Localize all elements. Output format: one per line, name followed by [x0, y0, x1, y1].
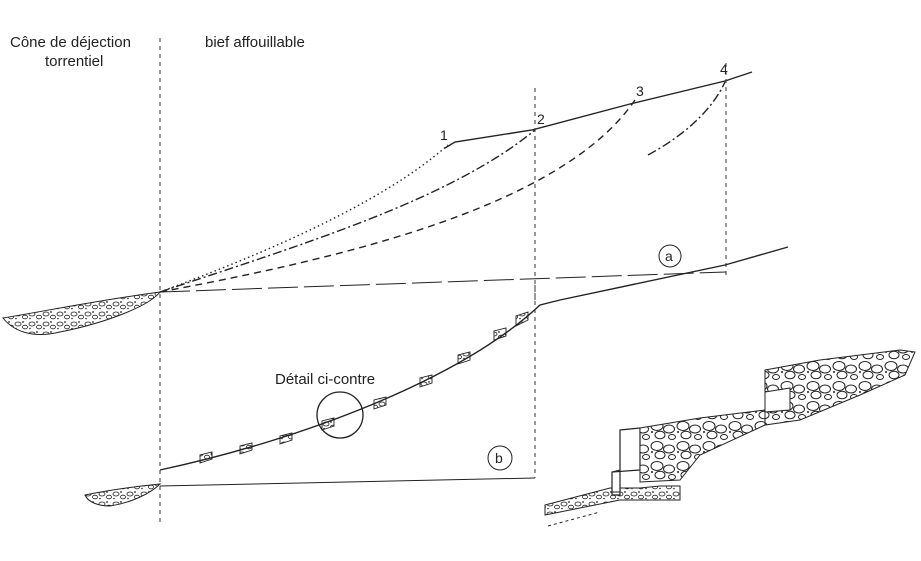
- check-dam-detail: [544, 349, 916, 527]
- label-b-circle: [487, 445, 513, 471]
- profile-curve-4: [647, 81, 726, 156]
- label-a: a: [665, 248, 673, 264]
- gravel-fan-upper: [2, 291, 162, 335]
- profile-curve-2: [159, 129, 536, 293]
- stepped-profile: [159, 246, 789, 471]
- detail-label: Détail ci-contre: [275, 371, 375, 388]
- point-2-label: 2: [537, 111, 545, 127]
- point-4-label: 4: [720, 61, 728, 77]
- point-3-label: 3: [636, 83, 644, 99]
- cone-label-line2: torrentiel: [45, 53, 103, 70]
- reference-line-a: [159, 271, 727, 293]
- detail-circle: [316, 391, 364, 439]
- profile-curve-1: [159, 144, 449, 293]
- label-a-circle: [658, 244, 682, 268]
- profile-curve-3: [159, 99, 636, 293]
- bief-label: bief affouillable: [205, 34, 305, 51]
- original-profile: [444, 71, 753, 149]
- reference-line-b: [159, 477, 536, 487]
- check-dams: [199, 311, 529, 464]
- cone-label-line1: Cône de déjection: [10, 34, 131, 51]
- label-b: b: [495, 450, 503, 466]
- gravel-fan-lower: [84, 483, 162, 507]
- point-1-label: 1: [440, 127, 448, 143]
